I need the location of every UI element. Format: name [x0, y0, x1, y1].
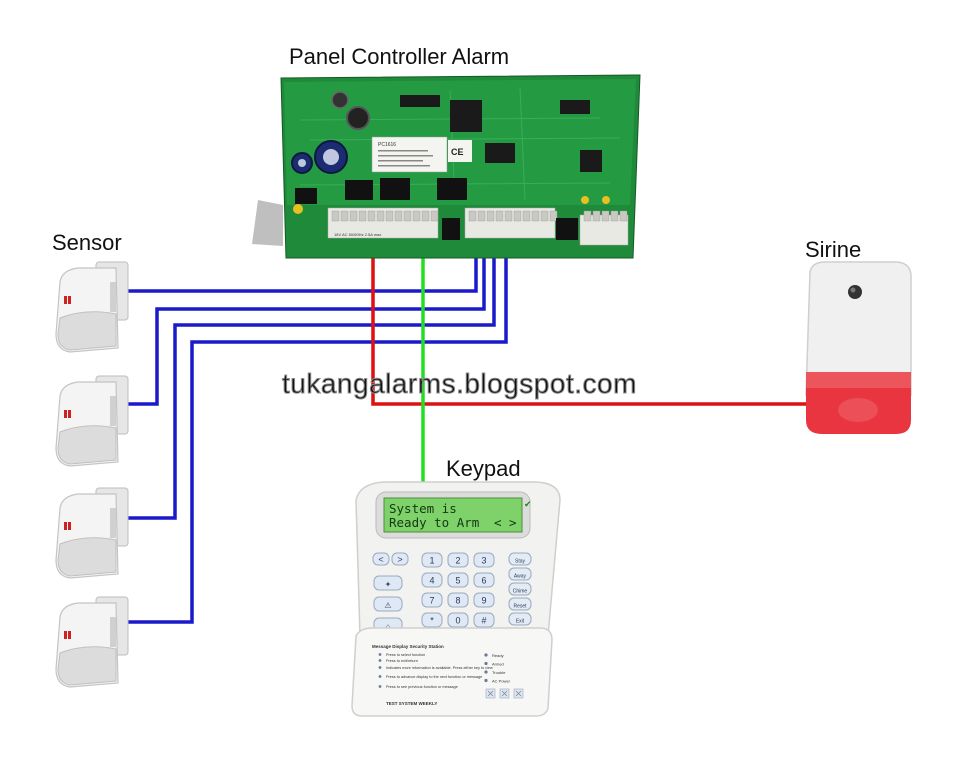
panel-controller-board: PC1616 CE 16V AC 50/60Hz 2.5A max: [252, 74, 641, 259]
terminal-rating-text: 16V AC 50/60Hz 2.5A max: [334, 232, 381, 237]
nav-left-key[interactable]: <: [372, 552, 390, 566]
sensor-group: [55, 261, 129, 688]
svg-text:8: 8: [455, 596, 460, 606]
number-key-1[interactable]: 1: [421, 552, 443, 568]
number-key-6[interactable]: 6: [473, 572, 495, 588]
card-footer: TEST SYSTEM WEEKLY: [386, 701, 437, 706]
svg-text:Chime: Chime: [513, 589, 528, 595]
number-key-star[interactable]: *: [421, 612, 443, 628]
number-key-9[interactable]: 9: [473, 592, 495, 608]
key-exit[interactable]: Exit: [508, 612, 532, 626]
motion-sensor-4: [55, 596, 129, 688]
svg-text:*: *: [430, 616, 434, 626]
sensor-wires: [125, 248, 508, 624]
number-key-8[interactable]: 8: [447, 592, 469, 608]
function-key-2-icon: ⚠: [384, 601, 391, 610]
sensor-4-wire: [125, 248, 508, 624]
card-status-armed: Armed: [492, 662, 504, 667]
number-key-5[interactable]: 5: [447, 572, 469, 588]
watermark-text: tukangalarms.blogspot.com: [282, 368, 637, 399]
key-reset[interactable]: Reset: [508, 597, 532, 611]
card-instruction-3: Indicates more information is available.…: [386, 666, 493, 670]
number-key-3[interactable]: 3: [473, 552, 495, 568]
sensor-3-wire: [125, 248, 496, 520]
motion-sensor-3: [55, 487, 129, 579]
siren: [805, 261, 912, 434]
svg-text:✔: ✔: [524, 499, 532, 509]
keypad-device: System is Ready to Arm < > ✔ < > ✦ ⚠ ⌂ 1 2 3 4 5 6…: [351, 481, 561, 717]
card-instruction-2: Press to exit/return: [386, 659, 418, 663]
lcd-arrows: < >: [494, 515, 517, 530]
motion-sensor-1: [55, 261, 129, 353]
key-stay[interactable]: Stay: [508, 552, 532, 566]
card-instruction-5: Press to see previous function or messag…: [386, 685, 458, 689]
card-title: Message Display Security Station: [372, 644, 444, 649]
number-key-4[interactable]: 4: [421, 572, 443, 588]
motion-sensor-2: [55, 375, 129, 467]
svg-text:5: 5: [455, 576, 460, 586]
svg-text:#: #: [481, 616, 486, 626]
svg-text:0: 0: [455, 616, 460, 626]
function-key-3-icon: ⌂: [386, 622, 391, 631]
number-key-hash[interactable]: #: [473, 612, 495, 628]
lcd-line-2: Ready to Arm: [389, 515, 479, 530]
board-model-text: PC1616: [378, 142, 396, 148]
number-key-0[interactable]: 0: [447, 612, 469, 628]
svg-text:9: 9: [481, 596, 486, 606]
svg-text:Exit: Exit: [516, 619, 525, 625]
svg-text:<: <: [378, 555, 383, 565]
siren-label: Sirine: [805, 237, 861, 262]
nav-right-key[interactable]: >: [391, 552, 409, 566]
function-key-1[interactable]: [373, 575, 403, 591]
card-status-ready: Ready: [492, 653, 504, 658]
keypad-label: Keypad: [446, 456, 521, 481]
sensor-label: Sensor: [52, 230, 122, 255]
card-instruction-1: Press to select function: [386, 653, 425, 657]
sensor-1-wire: [125, 248, 478, 293]
siren-wire: [371, 246, 810, 406]
key-away[interactable]: Away: [508, 567, 532, 581]
card-status-trouble: Trouble: [492, 670, 506, 675]
keypad-lcd: [383, 497, 523, 533]
card-instruction-4: Press to advance display to the next fun…: [386, 675, 482, 679]
svg-text:Stay: Stay: [515, 559, 526, 565]
number-key-7[interactable]: 7: [421, 592, 443, 608]
svg-text:2: 2: [455, 556, 460, 566]
key-chime[interactable]: Chime: [508, 582, 532, 596]
number-key-2[interactable]: 2: [447, 552, 469, 568]
lcd-line-1: System is: [389, 501, 457, 516]
card-status-ac-power: AC Power: [492, 679, 511, 684]
function-key-2[interactable]: [373, 596, 403, 612]
svg-text:4: 4: [429, 576, 434, 586]
svg-text:7: 7: [429, 596, 434, 606]
svg-text:Reset: Reset: [513, 604, 527, 610]
ce-mark: CE: [451, 147, 464, 157]
svg-text:1: 1: [429, 556, 434, 566]
svg-text:Away: Away: [514, 574, 527, 580]
svg-text:>: >: [397, 555, 402, 565]
panel-label: Panel Controller Alarm: [289, 44, 509, 69]
svg-text:3: 3: [481, 556, 486, 566]
sensor-2-wire: [125, 248, 486, 406]
svg-text:6: 6: [481, 576, 486, 586]
function-key-1-icon: ✦: [385, 580, 392, 589]
